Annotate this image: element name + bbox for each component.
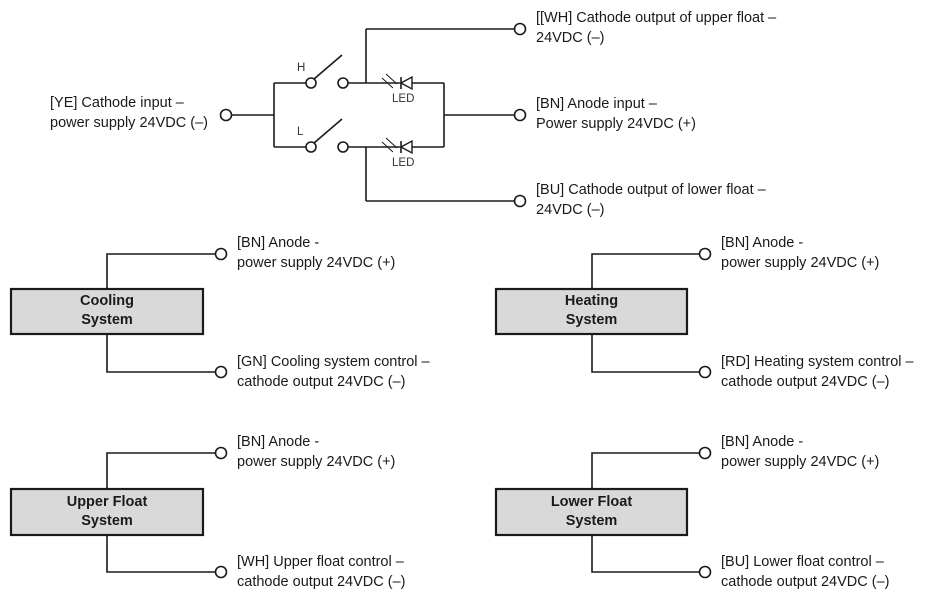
upper-float-system-block (9, 446, 228, 579)
input-terminal (219, 108, 233, 122)
switch-l-label: L (297, 126, 304, 138)
led-upper-label: LED (392, 93, 415, 105)
cooling-system-title: Cooling System (11, 292, 203, 330)
cooling-control-label: [GN] Cooling system control – cathode ou… (237, 352, 430, 392)
upper-output-terminal (513, 22, 527, 36)
heating-control-terminal (698, 365, 712, 379)
switch-h-blade (313, 54, 343, 80)
led-lower-icon (399, 139, 413, 155)
switch-circuit (219, 22, 527, 208)
upper-float-anode-label: [BN] Anode - power supply 24VDC (+) (237, 432, 395, 472)
upper-float-system-box (9, 487, 205, 537)
lower-float-anode-wire (591, 452, 699, 489)
cooling-system-box (9, 287, 205, 336)
switch-h-pivot (305, 77, 317, 89)
upper-float-system-name-line2: System (81, 513, 133, 529)
led-upper-arrow-icon (385, 73, 398, 85)
lower-cathode-output-line1: [BU] Cathode output of lower float – (536, 182, 766, 198)
cooling-anode-wire (106, 253, 215, 289)
upper-float-system-title: Upper Float System (11, 493, 203, 531)
cooling-control-terminal (214, 365, 228, 379)
heating-system-box (494, 287, 689, 336)
led-lower-arrow-icon (381, 141, 394, 153)
lower-float-control-label: [BU] Lower float control – cathode outpu… (721, 552, 889, 592)
heating-anode-line2: power supply 24VDC (+) (721, 255, 880, 271)
lower-float-anode-line2: power supply 24VDC (+) (721, 454, 880, 470)
cathode-input-line1: [YE] Cathode input – (50, 95, 184, 111)
anode-input-line1: [BN] Anode input – (536, 96, 657, 112)
switch-h-contact (337, 77, 349, 89)
cooling-anode-label: [BN] Anode - power supply 24VDC (+) (237, 233, 395, 273)
anode-input-label: [BN] Anode input – Power supply 24VDC (+… (536, 94, 696, 134)
heating-system-name-line1: Heating (564, 293, 619, 309)
upper-cathode-output-label: [[WH] Cathode output of upper float – 24… (536, 8, 776, 48)
heating-system-name-line2: System (565, 312, 618, 328)
switch-h-label: H (297, 62, 306, 74)
lower-float-system-block (494, 446, 712, 579)
upper-float-control-line2: cathode output 24VDC (–) (237, 574, 406, 590)
lower-float-anode-terminal (698, 446, 712, 460)
upper-cathode-output-line1: [[WH] Cathode output of upper float – (536, 10, 777, 26)
cooling-system-block (9, 247, 228, 379)
led-lower-label: LED (392, 157, 415, 169)
led-lower-arrow-icon (385, 137, 398, 149)
lower-float-anode-line1: [BN] Anode - (721, 434, 804, 450)
cathode-input-line2: power supply 24VDC (–) (50, 115, 208, 131)
heating-control-line2: cathode output 24VDC (–) (721, 374, 890, 390)
lower-float-control-wire (591, 535, 699, 573)
upper-float-anode-terminal (214, 446, 228, 460)
switch-l-contact (337, 141, 349, 153)
heating-anode-line1: [BN] Anode - (721, 235, 804, 251)
cooling-anode-line2: power supply 24VDC (+) (237, 255, 396, 271)
upper-float-control-wire (106, 535, 215, 573)
upper-float-anode-wire (106, 452, 215, 489)
heating-anode-wire (591, 253, 699, 289)
upper-float-control-line1: [WH] Upper float control – (237, 554, 404, 570)
led-upper-arrow-icon (381, 77, 394, 89)
lower-cathode-output-label: [BU] Cathode output of lower float – 24V… (536, 180, 766, 220)
lower-output-terminal (513, 194, 527, 208)
heating-anode-terminal (698, 247, 712, 261)
cooling-control-line1: [GN] Cooling system control – (237, 354, 430, 370)
cooling-control-line2: cathode output 24VDC (–) (237, 374, 406, 390)
upper-float-control-terminal (214, 565, 228, 579)
cooling-anode-terminal (214, 247, 228, 261)
switch-l-blade (313, 118, 343, 144)
lower-float-system-title: Lower Float System (496, 493, 687, 531)
led-upper-icon (399, 75, 413, 91)
cooling-control-wire (106, 334, 215, 373)
cathode-input-label: [YE] Cathode input – power supply 24VDC … (50, 93, 208, 133)
heating-system-block (494, 247, 712, 379)
anode-input-terminal (513, 108, 527, 122)
lower-float-anode-label: [BN] Anode - power supply 24VDC (+) (721, 432, 879, 472)
upper-float-anode-line2: power supply 24VDC (+) (237, 454, 396, 470)
heating-control-wire (591, 334, 699, 373)
upper-float-system-name-line1: Upper Float (66, 494, 148, 510)
upper-float-anode-line1: [BN] Anode - (237, 434, 320, 450)
lower-float-control-line1: [BU] Lower float control – (721, 554, 884, 570)
cooling-system-name-line1: Cooling (80, 293, 134, 309)
switch-l-pivot (305, 141, 317, 153)
upper-float-control-label: [WH] Upper float control – cathode outpu… (237, 552, 405, 592)
upper-cathode-output-line2: 24VDC (–) (536, 30, 605, 46)
lower-float-system-box (494, 487, 689, 537)
cooling-anode-line1: [BN] Anode - (237, 235, 320, 251)
anode-input-line2: Power supply 24VDC (+) (536, 116, 696, 132)
lower-float-system-name-line2: System (565, 513, 618, 529)
heating-anode-label: [BN] Anode - power supply 24VDC (+) (721, 233, 879, 273)
cooling-system-name-line2: System (81, 312, 133, 328)
heating-system-title: Heating System (496, 292, 687, 330)
heating-control-label: [RD] Heating system control – cathode ou… (721, 352, 914, 392)
heating-control-line1: [RD] Heating system control – (721, 354, 914, 370)
lower-float-system-name-line1: Lower Float (550, 494, 633, 510)
lower-cathode-output-line2: 24VDC (–) (536, 202, 605, 218)
lower-float-control-line2: cathode output 24VDC (–) (721, 574, 890, 590)
lower-float-control-terminal (698, 565, 712, 579)
